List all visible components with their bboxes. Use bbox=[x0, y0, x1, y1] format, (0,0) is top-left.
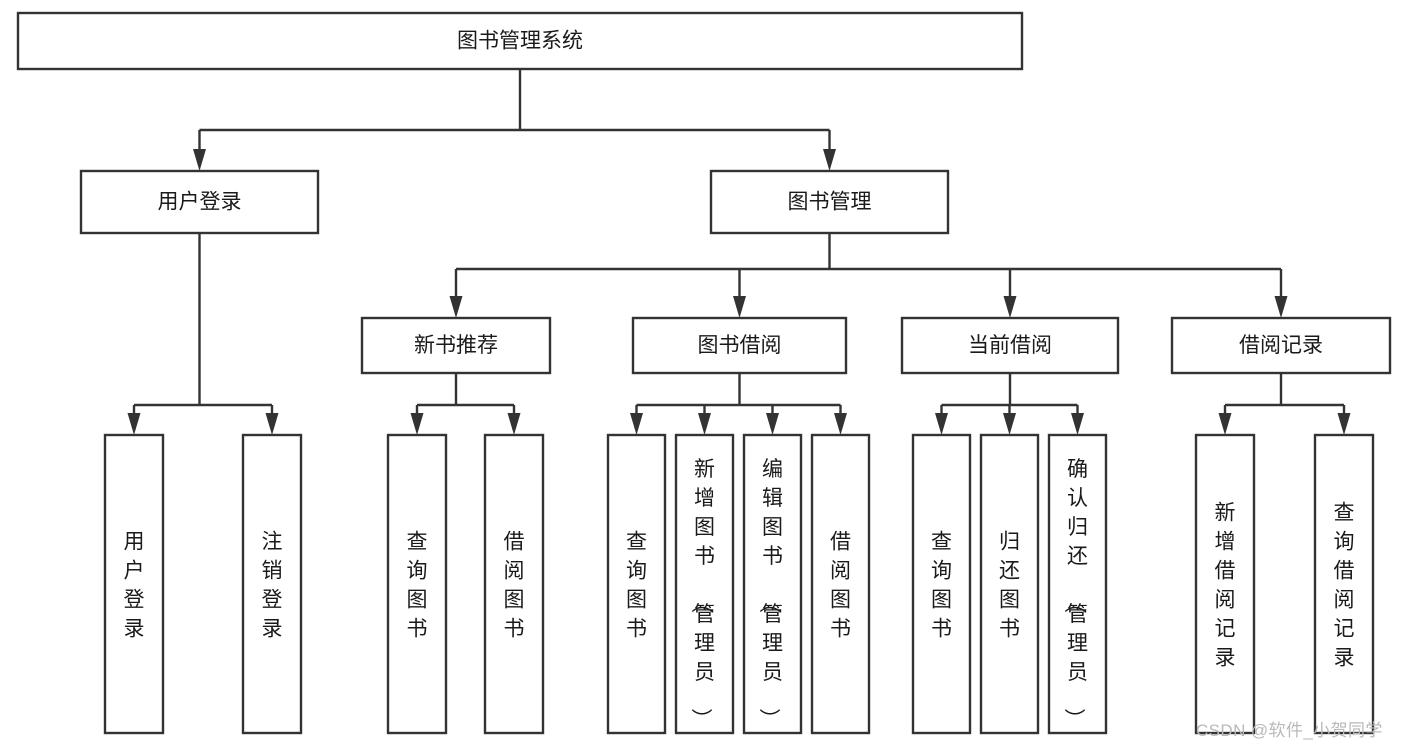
node-label: 新增图书（管理员） bbox=[689, 458, 715, 729]
node-label: 借阅记录 bbox=[1239, 334, 1323, 357]
arrowhead-icon bbox=[935, 413, 948, 435]
node-box[interactable] bbox=[79, 169, 320, 235]
node-box[interactable] bbox=[386, 433, 448, 735]
node-book-borrow[interactable]: 图书借阅 bbox=[631, 316, 848, 375]
node-box[interactable] bbox=[103, 433, 165, 735]
node-label: 图书管理系统 bbox=[457, 30, 583, 53]
node-label: 新书推荐 bbox=[414, 334, 498, 357]
connector-group bbox=[630, 373, 847, 435]
csdn-watermark: CSDN @软件_小贺同学 bbox=[1196, 721, 1383, 740]
arrowhead-icon bbox=[1003, 296, 1017, 318]
node-label: 借阅图书 bbox=[504, 531, 525, 641]
node-leaf-record-query[interactable]: 查询借阅记录 bbox=[1313, 433, 1375, 735]
node-box[interactable] bbox=[1047, 433, 1108, 735]
node-box[interactable] bbox=[16, 11, 1024, 71]
node-label: 查询图书 bbox=[407, 531, 428, 641]
arrowhead-icon bbox=[1337, 413, 1351, 435]
connector-group bbox=[193, 69, 836, 171]
arrowhead-icon bbox=[630, 413, 643, 435]
node-label: 用户登录 bbox=[158, 191, 242, 214]
node-label: 新增借阅记录 bbox=[1215, 502, 1236, 670]
node-leaf-logout[interactable]: 注销登录 bbox=[241, 433, 303, 735]
connector-group bbox=[449, 233, 1288, 318]
connector-group bbox=[1218, 373, 1351, 435]
arrowhead-icon bbox=[193, 149, 206, 171]
node-label: 确认归还（管理员） bbox=[1062, 458, 1088, 729]
arrowhead-icon bbox=[449, 296, 463, 318]
node-borrow-record[interactable]: 借阅记录 bbox=[1170, 316, 1392, 375]
node-box[interactable] bbox=[631, 316, 848, 375]
node-leaf-borrow-query[interactable]: 查询图书 bbox=[606, 433, 667, 735]
node-label: 查询图书 bbox=[626, 531, 647, 641]
node-leaf-rec-borrow[interactable]: 借阅图书 bbox=[483, 433, 545, 735]
node-leaf-book-borrow[interactable]: 借阅图书 bbox=[810, 433, 871, 735]
node-box[interactable] bbox=[674, 433, 735, 735]
arrowhead-icon bbox=[265, 413, 279, 435]
node-label: 图书管理 bbox=[788, 191, 872, 214]
node-leaf-user-login[interactable]: 用户登录 bbox=[103, 433, 165, 735]
node-leaf-book-edit[interactable]: 编辑图书（管理员） bbox=[742, 433, 803, 735]
connector-group bbox=[935, 373, 1084, 435]
node-box[interactable] bbox=[241, 433, 303, 735]
arrowhead-icon bbox=[410, 413, 424, 435]
node-label: 图书借阅 bbox=[698, 334, 782, 357]
node-new-book-rec[interactable]: 新书推荐 bbox=[360, 316, 552, 375]
node-label: 借阅图书 bbox=[830, 531, 851, 641]
node-box[interactable] bbox=[360, 316, 552, 375]
node-box[interactable] bbox=[810, 433, 871, 735]
arrowhead-icon bbox=[507, 413, 521, 435]
connector-group bbox=[127, 233, 279, 435]
arrowhead-icon bbox=[1218, 413, 1232, 435]
node-leaf-record-add[interactable]: 新增借阅记录 bbox=[1194, 433, 1256, 735]
arrowhead-icon bbox=[1274, 296, 1288, 318]
node-leaf-return-confirm[interactable]: 确认归还（管理员） bbox=[1047, 433, 1108, 735]
node-box[interactable] bbox=[979, 433, 1040, 735]
arrowhead-icon bbox=[766, 413, 779, 435]
node-root[interactable]: 图书管理系统 bbox=[16, 11, 1024, 71]
arrowhead-icon bbox=[1071, 413, 1084, 435]
node-current-borrow[interactable]: 当前借阅 bbox=[900, 316, 1120, 375]
connector-group bbox=[410, 373, 521, 435]
node-box[interactable] bbox=[1194, 433, 1256, 735]
node-box[interactable] bbox=[709, 169, 950, 235]
arrowhead-icon bbox=[834, 413, 847, 435]
node-box[interactable] bbox=[742, 433, 803, 735]
arrowhead-icon bbox=[698, 413, 711, 435]
node-box[interactable] bbox=[606, 433, 667, 735]
node-box[interactable] bbox=[911, 433, 972, 735]
node-label: 查询图书 bbox=[931, 531, 952, 641]
arrowhead-icon bbox=[127, 413, 141, 435]
node-leaf-cur-query[interactable]: 查询图书 bbox=[911, 433, 972, 735]
node-user-login[interactable]: 用户登录 bbox=[79, 169, 320, 235]
node-box[interactable] bbox=[483, 433, 545, 735]
connector-layer bbox=[127, 69, 1351, 435]
node-box[interactable] bbox=[1170, 316, 1392, 375]
node-leaf-book-add[interactable]: 新增图书（管理员） bbox=[674, 433, 735, 735]
arrowhead-icon bbox=[1003, 413, 1016, 435]
node-leaf-rec-query[interactable]: 查询图书 bbox=[386, 433, 448, 735]
node-box[interactable] bbox=[1313, 433, 1375, 735]
node-label: 查询借阅记录 bbox=[1334, 502, 1355, 670]
node-label: 编辑图书（管理员） bbox=[757, 458, 783, 729]
node-label: 注销登录 bbox=[262, 531, 283, 641]
arrowhead-icon bbox=[733, 296, 746, 318]
node-label: 当前借阅 bbox=[968, 334, 1052, 357]
node-label: 归还图书 bbox=[999, 531, 1020, 641]
node-layer: 图书管理系统用户登录图书管理新书推荐图书借阅当前借阅借阅记录用户登录注销登录查询… bbox=[16, 11, 1392, 735]
node-box[interactable] bbox=[900, 316, 1120, 375]
arrowhead-icon bbox=[823, 149, 836, 171]
node-label: 用户登录 bbox=[124, 531, 145, 641]
node-book-manage[interactable]: 图书管理 bbox=[709, 169, 950, 235]
node-leaf-return[interactable]: 归还图书 bbox=[979, 433, 1040, 735]
